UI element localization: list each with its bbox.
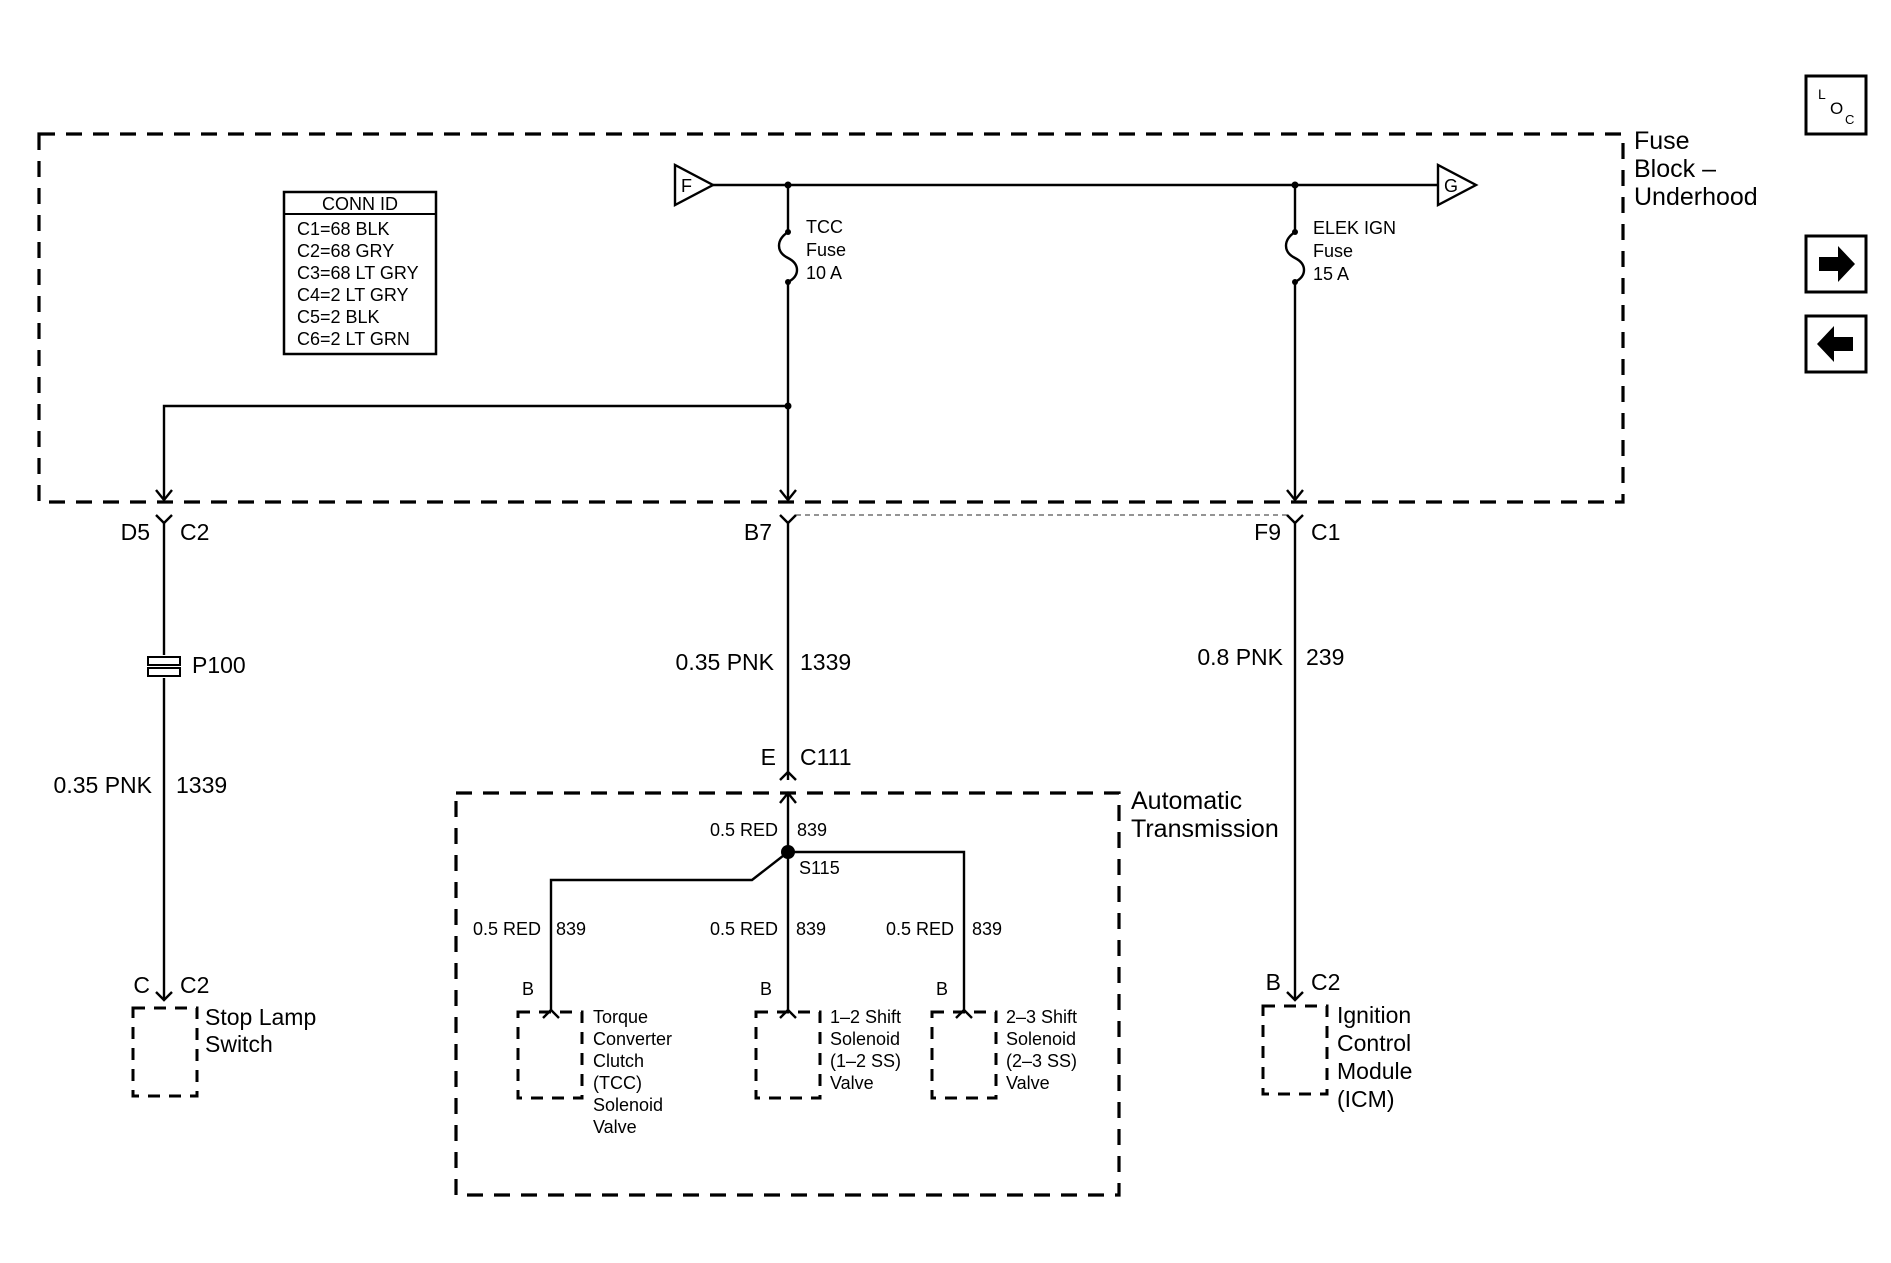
middle-wire-number: 1339 xyxy=(800,649,851,675)
tcc-solenoid-label: (TCC) xyxy=(593,1073,642,1093)
conn-id-row: C6=2 LT GRN xyxy=(297,329,410,349)
icm-box xyxy=(1261,1004,1329,1096)
arrow-left-icon xyxy=(1817,326,1853,362)
pin-b7: B7 xyxy=(744,519,772,545)
conn-id-table: CONN ID C1=68 BLK C2=68 GRY C3=68 LT GRY… xyxy=(282,190,438,356)
tcc-fuse-label: Fuse xyxy=(806,240,846,260)
connector-d5-icon xyxy=(155,514,173,525)
tcc-solenoid-label: Converter xyxy=(593,1029,672,1049)
connector-f9-icon xyxy=(1286,514,1304,525)
stop-lamp-switch-box xyxy=(131,1006,199,1098)
pin-f9: F9 xyxy=(1254,519,1281,545)
conn-id-row: C1=68 BLK xyxy=(297,219,390,239)
ss12-solenoid-label: Valve xyxy=(830,1073,874,1093)
left-wire-number: 1339 xyxy=(176,772,227,798)
tcc-solenoid-label: Clutch xyxy=(593,1051,644,1071)
next-button[interactable] xyxy=(1804,234,1868,294)
transmission-title: Transmission xyxy=(1131,815,1279,843)
ss12-solenoid-label: Solenoid xyxy=(830,1029,900,1049)
fuse-block-title-1: Fuse xyxy=(1634,127,1690,155)
ss12-solenoid-label: (1–2 SS) xyxy=(830,1051,901,1071)
p100-splice-icon xyxy=(147,656,181,677)
conn-c111: C111 xyxy=(800,744,852,770)
elek-ign-fuse-label: Fuse xyxy=(1313,241,1353,261)
branch-wire-number: 839 xyxy=(972,919,1002,939)
icm-label: Ignition xyxy=(1337,1002,1411,1028)
prev-button[interactable] xyxy=(1804,314,1868,374)
svg-text:G: G xyxy=(1444,176,1458,196)
fuse-block-title-2: Block – xyxy=(1634,155,1716,183)
connector-b7-icon xyxy=(779,514,797,525)
pin-d5: D5 xyxy=(121,519,150,545)
stop-lamp-label: Stop Lamp xyxy=(205,1004,316,1030)
tcc-solenoid-label: Torque xyxy=(593,1007,648,1027)
stop-lamp-conn: C2 xyxy=(180,972,209,998)
trans-feed-number: 839 xyxy=(797,820,827,840)
arrow-right-icon xyxy=(1819,246,1855,282)
p100-label: P100 xyxy=(192,652,246,678)
fuse-block-title-3: Underhood xyxy=(1634,183,1758,211)
stop-lamp-pin: C xyxy=(133,972,150,998)
right-wire-size: 0.8 PNK xyxy=(1197,644,1283,670)
icm-pin: B xyxy=(1266,969,1281,995)
conn-id-header: CONN ID xyxy=(322,194,398,214)
branch-wire-number: 839 xyxy=(556,919,586,939)
pin-e: E xyxy=(761,744,776,770)
tcc-fuse-label: TCC xyxy=(806,217,843,237)
conn-id-row: C2=68 GRY xyxy=(297,241,394,261)
ss23-solenoid-label: Valve xyxy=(1006,1073,1050,1093)
conn-id-row: C3=68 LT GRY xyxy=(297,263,419,283)
ss23-solenoid-label: Solenoid xyxy=(1006,1029,1076,1049)
fuse-block-outline xyxy=(37,132,1625,504)
connector-c111-icon xyxy=(779,770,797,781)
loc-button[interactable]: L O C xyxy=(1804,74,1868,136)
conn-id-row: C4=2 LT GRY xyxy=(297,285,409,305)
elek-ign-fuse-rating: 15 A xyxy=(1313,264,1349,284)
branch-wire-size: 0.5 RED xyxy=(886,919,954,939)
elek-ign-fuse-icon xyxy=(1284,231,1306,284)
loc-icon: C xyxy=(1845,112,1854,127)
icm-label: (ICM) xyxy=(1337,1086,1394,1112)
ss12-solenoid-box xyxy=(754,1010,822,1100)
loc-icon: L xyxy=(1818,86,1826,102)
branch-wire-number: 839 xyxy=(796,919,826,939)
s115-label: S115 xyxy=(799,858,840,878)
tcc-solenoid-box xyxy=(516,1010,584,1100)
loc-icon: O xyxy=(1830,99,1843,118)
tcc-solenoid-pin: B xyxy=(522,979,534,999)
svg-text:F: F xyxy=(681,176,692,196)
stop-lamp-label: Switch xyxy=(205,1031,273,1057)
ss23-solenoid-label: (2–3 SS) xyxy=(1006,1051,1077,1071)
middle-wire-size: 0.35 PNK xyxy=(676,649,775,675)
ss12-solenoid-label: 1–2 Shift xyxy=(830,1007,901,1027)
ss12-pin: B xyxy=(760,979,772,999)
conn-id-row: C5=2 BLK xyxy=(297,307,380,327)
icm-label: Module xyxy=(1337,1058,1412,1084)
conn-c2-left: C2 xyxy=(180,519,209,545)
branch-wire-size: 0.5 RED xyxy=(473,919,541,939)
icm-conn: C2 xyxy=(1311,969,1340,995)
ss23-solenoid-box xyxy=(930,1010,998,1100)
right-wire-number: 239 xyxy=(1306,644,1344,670)
feed-arrow-f: F xyxy=(673,163,716,207)
left-wire-size: 0.35 PNK xyxy=(54,772,153,798)
tcc-fuse-icon xyxy=(777,231,799,284)
elek-ign-fuse-label: ELEK IGN xyxy=(1313,218,1396,238)
tcc-solenoid-label: Solenoid xyxy=(593,1095,663,1115)
feed-arrow-g: G xyxy=(1436,163,1479,207)
conn-c1: C1 xyxy=(1311,519,1340,545)
ss23-pin: B xyxy=(936,979,948,999)
tcc-solenoid-label: Valve xyxy=(593,1117,637,1137)
ss23-solenoid-label: 2–3 Shift xyxy=(1006,1007,1077,1027)
branch-wire-size: 0.5 RED xyxy=(710,919,778,939)
tcc-fuse-rating: 10 A xyxy=(806,263,842,283)
trans-feed-size: 0.5 RED xyxy=(710,820,778,840)
transmission-title: Automatic xyxy=(1131,787,1242,815)
icm-label: Control xyxy=(1337,1030,1411,1056)
